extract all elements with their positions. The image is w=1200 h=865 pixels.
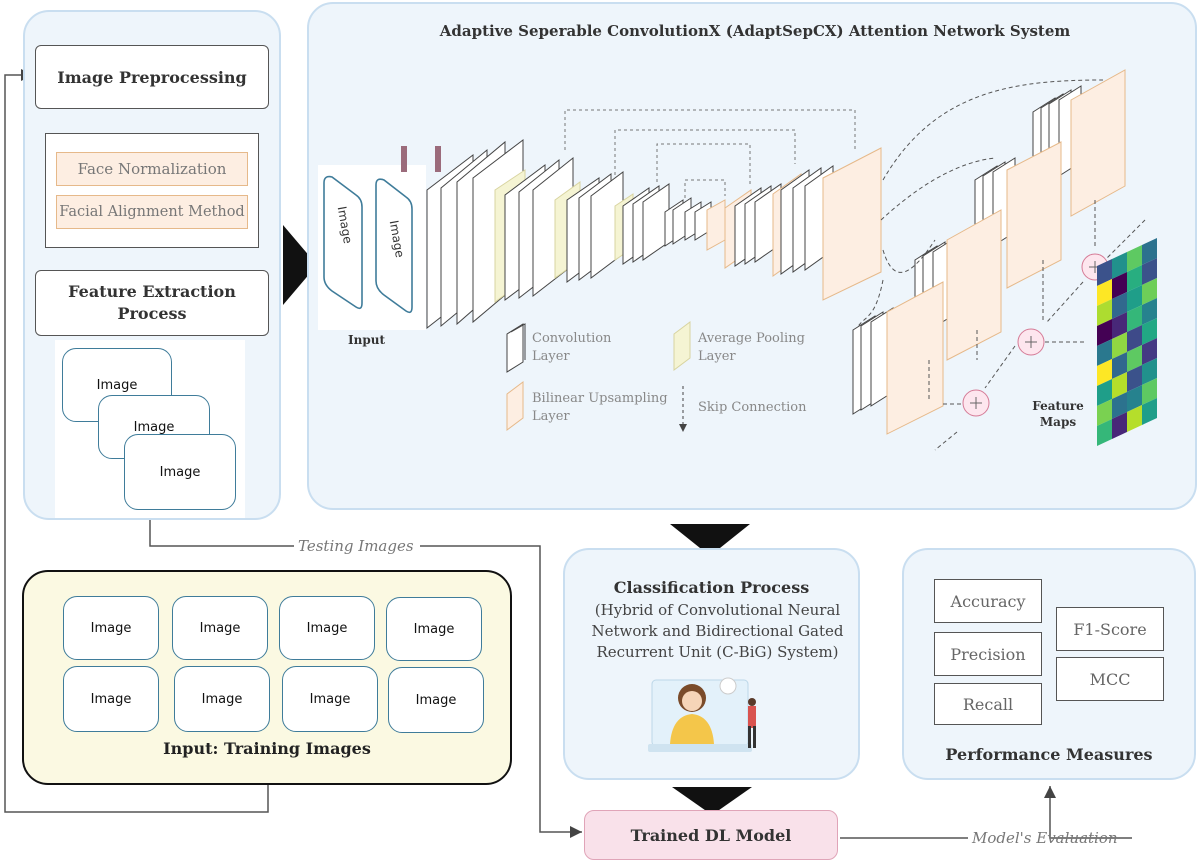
legend-pooling-icon <box>673 321 691 371</box>
trained-dl-model-box: Trained DL Model <box>584 810 838 860</box>
flow-arrow-to-classification <box>670 524 750 556</box>
facial-alignment-box: Facial Alignment Method <box>56 195 248 229</box>
metric-f1-label: F1-Score <box>1073 619 1147 639</box>
training-image-card: Image <box>386 597 482 661</box>
facial-alignment-label: Facial Alignment Method <box>59 204 245 220</box>
image-preprocessing-label: Image Preprocessing <box>57 67 247 87</box>
training-image-label: Image <box>199 620 241 636</box>
training-image-label: Image <box>415 692 457 708</box>
legend-convolution-icon <box>506 323 526 373</box>
training-image-label: Image <box>90 620 132 636</box>
stack-image-label: Image <box>133 419 175 435</box>
face-normalization-box: Face Normalization <box>56 152 248 186</box>
legend-upsampling-label: Bilinear Upsampling Layer <box>532 391 668 424</box>
feature-extraction-box: Feature Extraction Process <box>35 270 269 336</box>
classification-title: Classification Process <box>613 578 810 597</box>
training-image-card: Image <box>172 596 268 660</box>
legend-skip-label: Skip Connection <box>698 400 807 415</box>
flow-arrow-to-trained-model <box>672 787 752 815</box>
metric-f1-box: F1-Score <box>1056 607 1164 651</box>
evaluation-line <box>840 786 1132 839</box>
training-images-title: Input: Training Images <box>163 739 371 758</box>
metric-mcc-box: MCC <box>1056 657 1164 701</box>
feature-extraction-label: Feature Extraction Process <box>68 282 236 323</box>
legend-upsampling-icon <box>506 381 524 431</box>
metric-accuracy-label: Accuracy <box>950 591 1026 611</box>
feature-map-heatmap <box>1097 238 1157 446</box>
legend-convolution-label: Convolution Layer <box>532 331 612 364</box>
stack-image-label: Image <box>159 464 201 480</box>
stack-image-card: Image <box>124 434 236 510</box>
training-loop-line <box>4 69 269 813</box>
metric-precision-box: Precision <box>934 632 1042 676</box>
training-image-label: Image <box>306 620 348 636</box>
metric-recall-box: Recall <box>934 683 1042 725</box>
classification-subtitle: (Hybrid of Convolutional Neural Network … <box>591 601 844 661</box>
metric-accuracy-box: Accuracy <box>934 579 1042 623</box>
training-image-card: Image <box>174 666 270 732</box>
legend-pooling-label: Average Pooling Layer <box>698 331 805 364</box>
person-laptop-illustration <box>648 677 756 752</box>
training-image-label: Image <box>90 691 132 707</box>
training-image-card: Image <box>63 666 159 732</box>
training-image-label: Image <box>309 691 351 707</box>
network-layers <box>401 69 1146 451</box>
input-images <box>323 175 413 314</box>
training-image-card: Image <box>63 596 159 660</box>
training-image-label: Image <box>413 621 455 637</box>
training-image-label: Image <box>201 691 243 707</box>
stack-image-label: Image <box>96 377 138 393</box>
legend-skip-icon <box>679 386 687 432</box>
testing-images-label: Testing Images <box>298 537 414 555</box>
face-processing-group <box>45 133 259 248</box>
model-evaluation-label: Model's Evaluation <box>972 829 1118 847</box>
face-normalization-label: Face Normalization <box>77 160 227 178</box>
network-title: Adaptive Seperable ConvolutionX (AdaptSe… <box>439 22 1071 40</box>
metric-recall-label: Recall <box>962 694 1014 714</box>
testing-images-line <box>149 517 582 832</box>
feature-maps-label: Feature Maps <box>1032 399 1084 429</box>
performance-title: Performance Measures <box>945 745 1153 764</box>
metric-precision-label: Precision <box>950 644 1026 664</box>
metric-mcc-label: MCC <box>1089 669 1131 689</box>
training-image-card: Image <box>388 667 484 733</box>
input-label: Input <box>348 333 385 347</box>
trained-dl-model-label: Trained DL Model <box>630 825 792 845</box>
training-image-card: Image <box>282 666 378 732</box>
image-preprocessing-box: Image Preprocessing <box>35 45 269 109</box>
flow-arrow-to-network <box>283 225 317 305</box>
training-image-card: Image <box>279 596 375 660</box>
